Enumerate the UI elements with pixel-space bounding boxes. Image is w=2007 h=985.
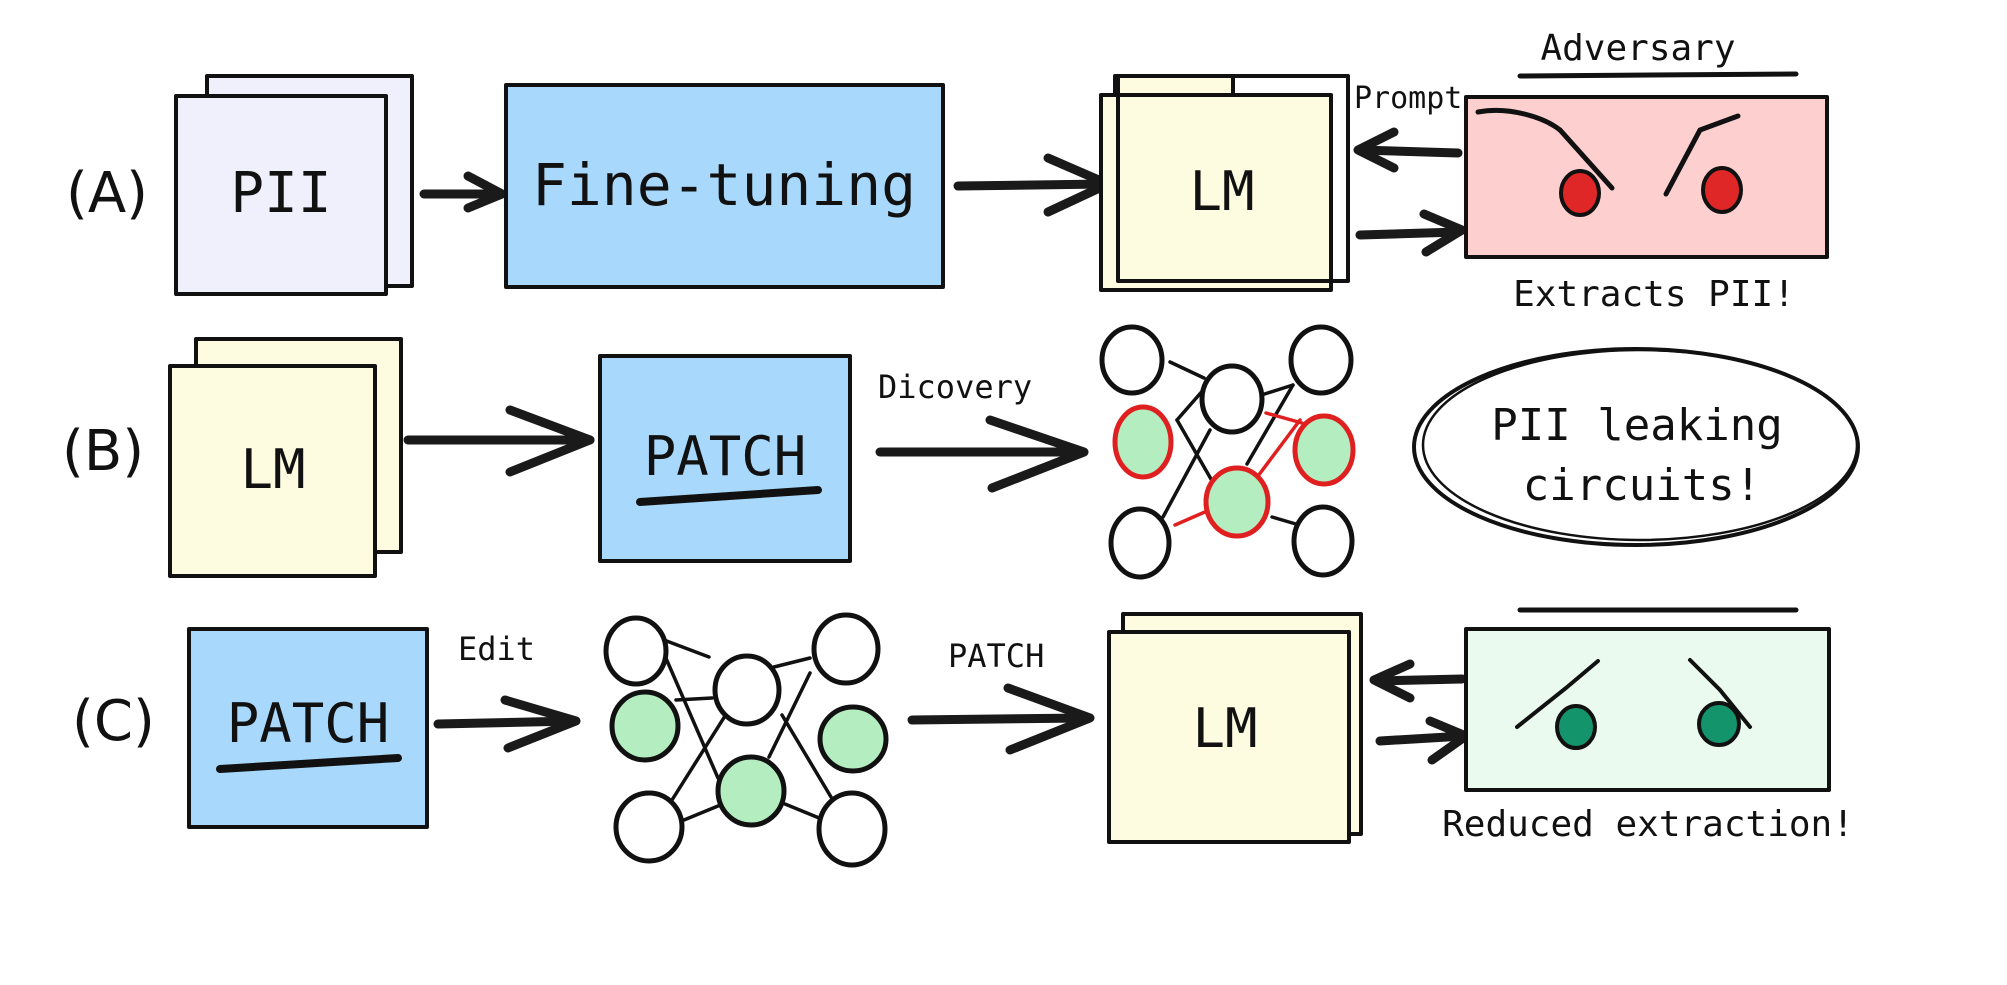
patch-underline-c (216, 754, 402, 773)
network-discovery (1099, 324, 1356, 580)
node-c-green-right (817, 704, 889, 774)
lm-label-a: LM (1189, 160, 1254, 223)
eye-right-red (1701, 166, 1743, 214)
lm-doc-front-c (1107, 630, 1351, 844)
adversary-face-box-c (1464, 627, 1831, 792)
row-c: (C) PATCH Edit (72, 607, 1854, 868)
arrow-patch-to-network (875, 415, 1089, 493)
angry-brow-left (1475, 107, 1615, 191)
node-c-top-left (603, 615, 669, 687)
eye-left-red (1559, 169, 1601, 217)
lm-label-c: LM (1192, 697, 1257, 760)
patch-label-b: PATCH (644, 425, 807, 488)
eye-left-green (1555, 704, 1597, 750)
callout-line-2: circuits! (1523, 460, 1761, 511)
adversary-title: Adversary (1540, 28, 1735, 69)
node-c-bottom-right (816, 790, 888, 868)
callout-oval-sketch (1421, 348, 1859, 542)
arrow-lm-to-adversary (1355, 209, 1467, 257)
node-b-top-middle (1199, 363, 1265, 435)
arrow-patch-to-network-c (433, 695, 581, 753)
lm-document-stack-c: LM (1107, 612, 1363, 844)
pii-doc-label: PII (230, 161, 331, 226)
node-c-top-right (811, 612, 881, 686)
patch-rect-b (598, 354, 852, 563)
node-b-circuit-center (1203, 465, 1271, 539)
arrow-lm-to-adversary-c (1375, 716, 1471, 765)
row-label-b: (B) (62, 419, 144, 484)
pii-document-stack: PII (174, 74, 414, 296)
callout-pii-leaking-circuits: PII leaking circuits! (1412, 347, 1860, 547)
node-b-bottom-left (1108, 506, 1172, 580)
node-c-green-left (609, 689, 681, 763)
row-b: (B) LM PATCH Dicovery (62, 324, 1860, 580)
edit-label: Edit (458, 630, 535, 668)
node-b-circuit-left (1112, 404, 1174, 480)
callout-line-1: PII leaking (1491, 400, 1782, 451)
arrow-network-to-lm (907, 683, 1095, 755)
arrow-lm-to-patch (403, 405, 595, 477)
arrow-adversary-to-lm-c (1369, 659, 1467, 703)
row-a: (A) PII Fine-tuning LM (66, 28, 1829, 315)
lm-label-b: LM (240, 438, 305, 501)
adversary-face-sad (1464, 627, 1831, 792)
node-c-green-center (715, 754, 787, 828)
patch-underline-b (636, 486, 822, 506)
angry-brow-right (1663, 113, 1741, 197)
lm-doc-front-a (1099, 93, 1333, 292)
node-b-top-right (1288, 324, 1354, 396)
node-c-bottom-left (613, 790, 685, 864)
lm-document-stack-a: LM (1099, 74, 1350, 292)
sad-brow-left (1515, 659, 1600, 729)
adversary-face-box (1464, 95, 1829, 259)
network-edited (603, 612, 889, 868)
node-b-circuit-right (1292, 413, 1356, 487)
outcome-reduced-extraction: Reduced extraction! (1442, 804, 1854, 845)
patch-label-c: PATCH (227, 692, 390, 755)
discovery-label: Dicovery (878, 368, 1032, 406)
lm-doc-back-outline (1116, 74, 1350, 283)
node-b-top-left (1099, 324, 1165, 396)
outcome-extracts-pii: Extracts PII! (1513, 274, 1795, 315)
patch-rect-c (187, 627, 429, 829)
eye-right-green (1697, 701, 1741, 747)
row-label-c: (C) (72, 689, 155, 754)
adversary-face-angry (1464, 95, 1829, 259)
pii-doc-front (174, 94, 388, 296)
prompt-label: Prompt (1354, 81, 1462, 116)
adversary-title-underline (1517, 71, 1799, 79)
lm-doc-front-b (168, 364, 377, 578)
lm-document-stack-b: LM (168, 337, 403, 578)
arrow-adversary-to-lm (1353, 127, 1463, 173)
sad-brow-right (1688, 658, 1752, 729)
patch-box-b: PATCH (598, 354, 852, 563)
arrow-finetuning-to-lm (953, 153, 1113, 217)
row-label-a: (A) (66, 161, 148, 226)
node-b-bottom-right (1291, 504, 1355, 578)
finetuning-box: Fine-tuning (504, 83, 945, 289)
finetuning-rect (504, 83, 945, 289)
arrow-pii-to-finetuning (419, 171, 507, 213)
finetuning-label: Fine-tuning (532, 151, 916, 219)
node-c-top-middle (712, 653, 782, 727)
patch-arrow-label: PATCH (948, 637, 1044, 675)
patch-box-c: PATCH (187, 627, 429, 829)
